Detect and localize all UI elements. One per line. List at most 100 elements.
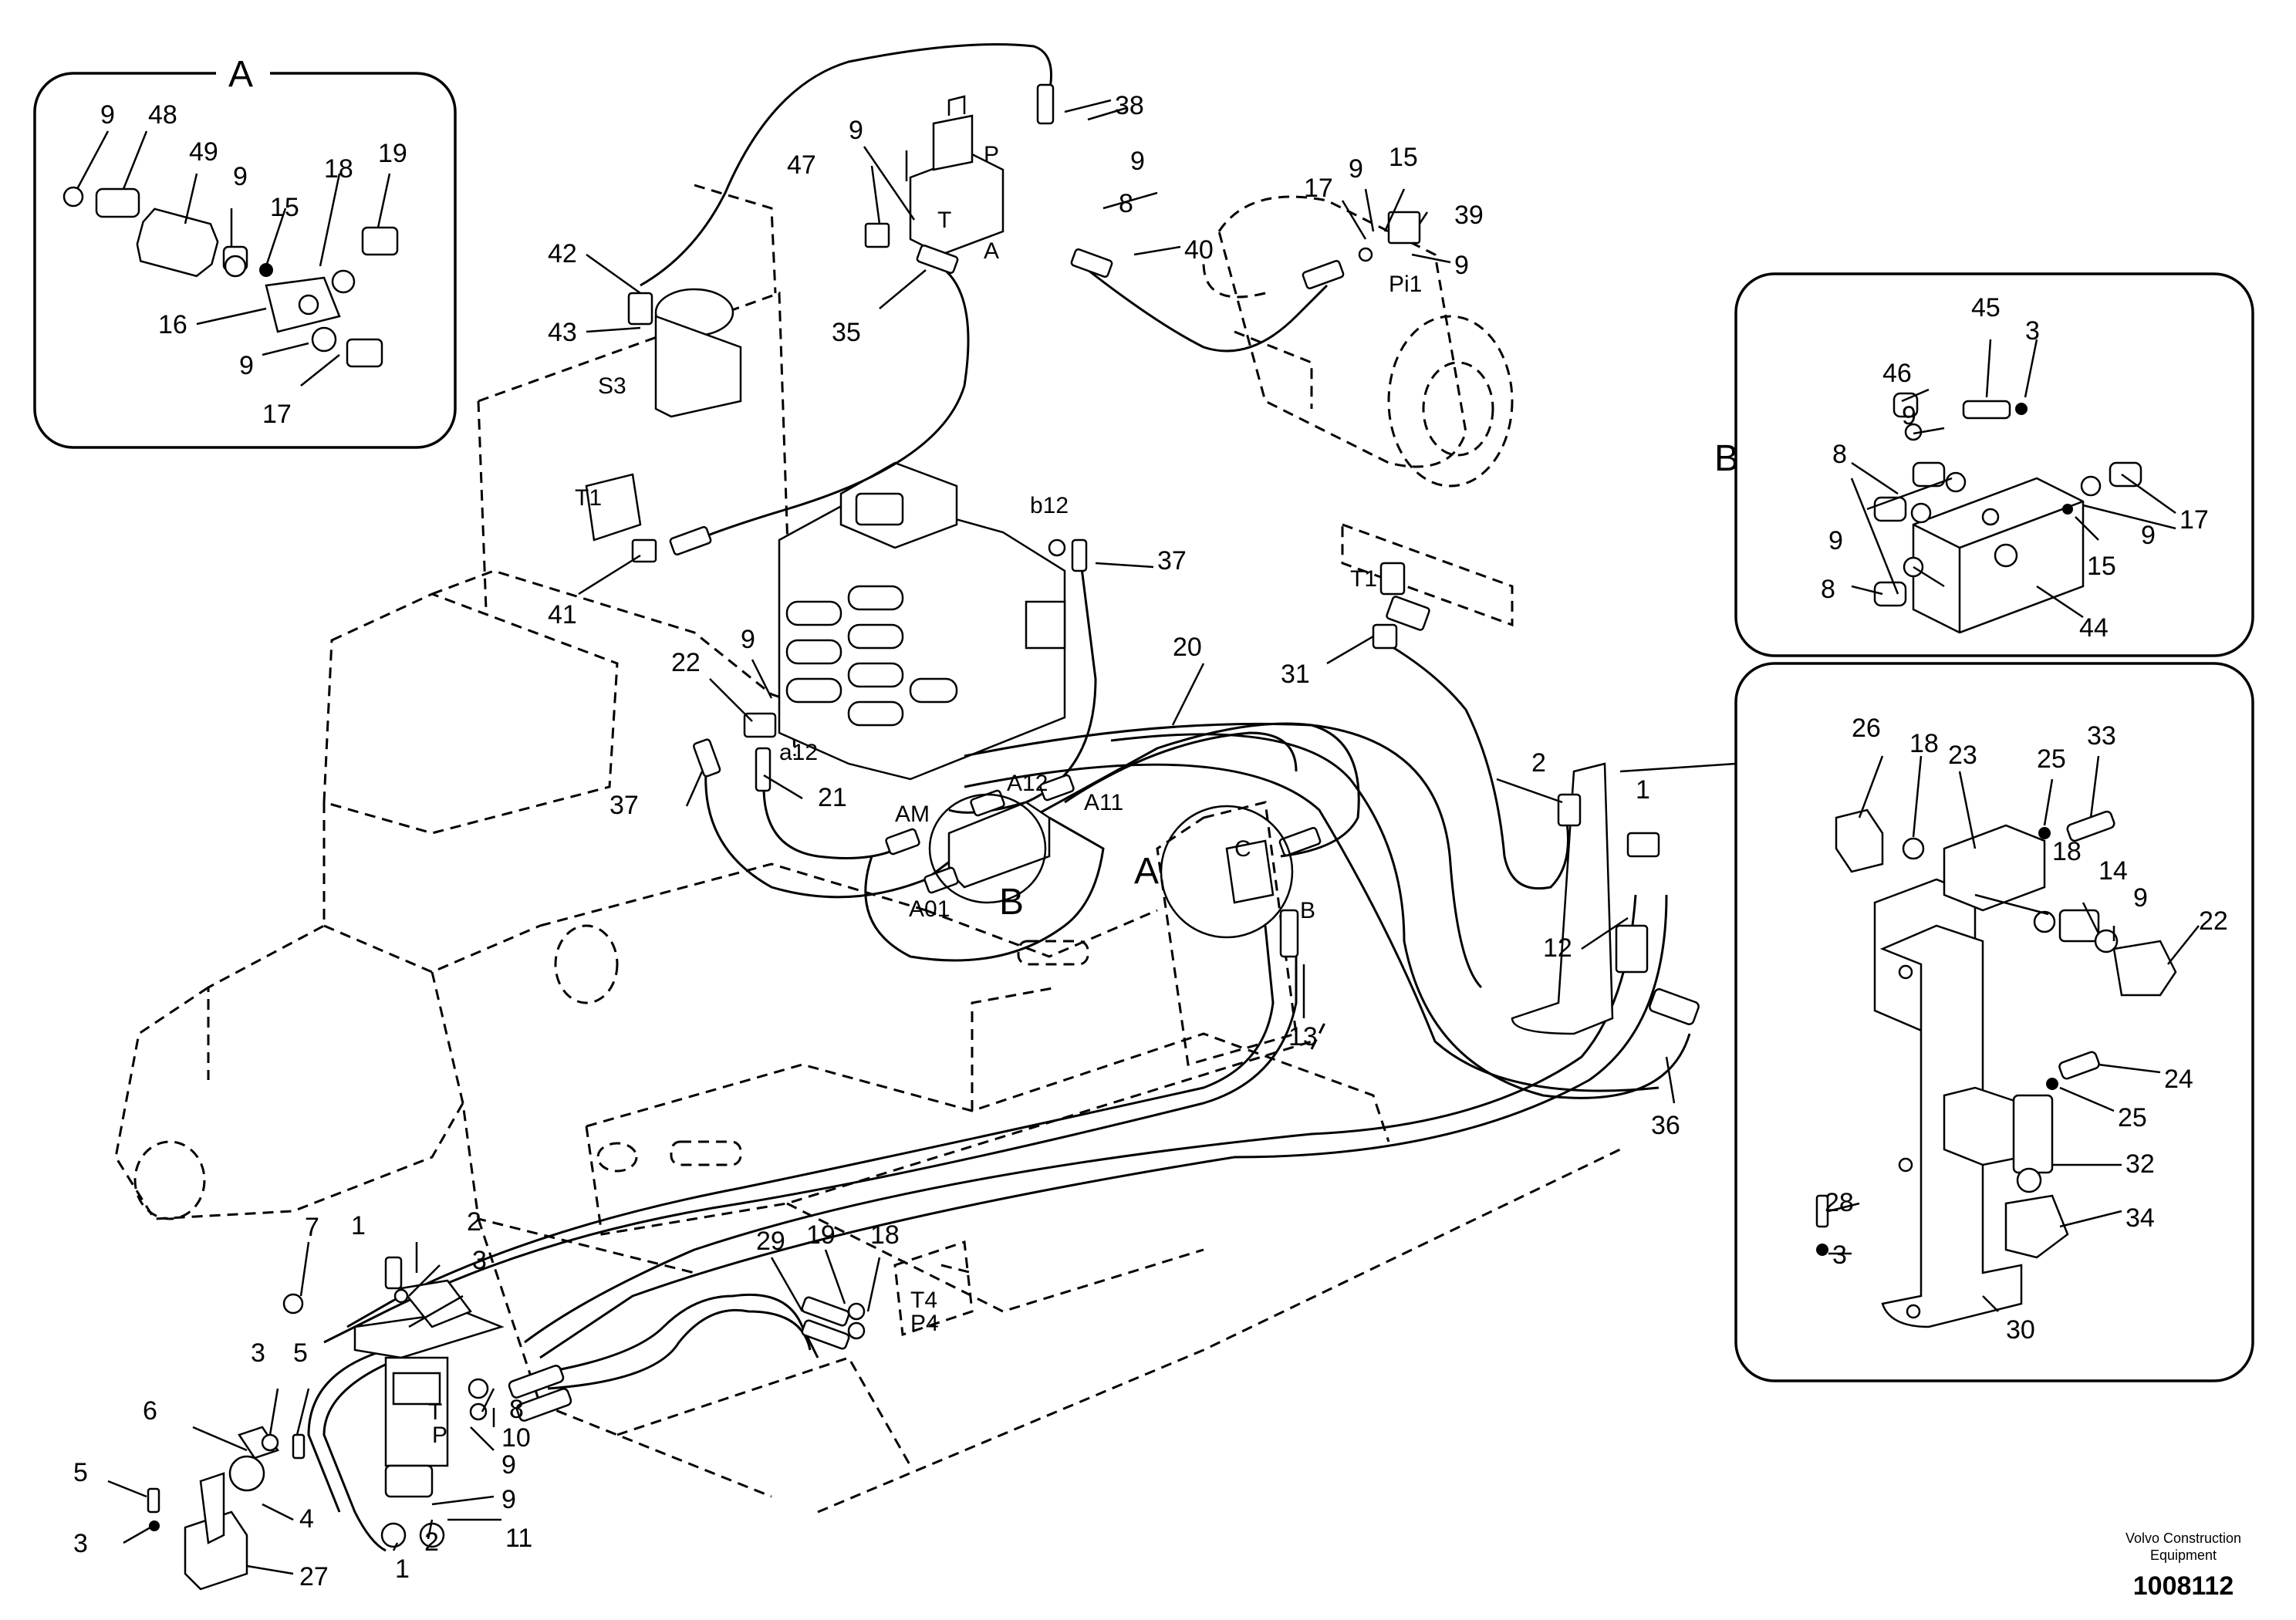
callout-label: 47	[787, 150, 816, 180]
callout-label: 9	[849, 116, 863, 145]
detail-A-marker-letter: A	[1134, 851, 1159, 892]
callout-label: 9	[501, 1450, 516, 1480]
callout-label: 25	[2118, 1103, 2147, 1132]
callout-label: 17	[1304, 174, 1333, 203]
callout-label: 9	[2141, 521, 2156, 550]
callout-label: 20	[1173, 633, 1202, 662]
port-label: B	[1300, 898, 1315, 923]
callout-label: 3	[1832, 1240, 1847, 1270]
callout-label: 26	[1852, 714, 1881, 743]
callout-label: 9	[1828, 526, 1843, 555]
callout-label: 24	[2164, 1065, 2193, 1094]
callout-label: 8	[509, 1395, 524, 1424]
callout-label: 49	[189, 137, 218, 167]
callout-label: 31	[1281, 660, 1310, 689]
callout-label: 34	[2125, 1203, 2155, 1233]
callout-label: 9	[2133, 883, 2148, 913]
main-control-valve	[778, 461, 1066, 781]
callout-label: 10	[501, 1423, 531, 1453]
callout-label: 48	[148, 100, 177, 130]
callout-label: 16	[158, 310, 187, 339]
callout-label: 15	[1389, 143, 1418, 172]
callout-label: 39	[1454, 201, 1484, 230]
callout-label: 36	[1651, 1111, 1680, 1140]
callout-label: 41	[548, 600, 577, 629]
hose-fittings	[585, 83, 1700, 1035]
callout-label: 3	[251, 1338, 265, 1368]
callout-label: 8	[1832, 440, 1847, 469]
port-block-t4-p4	[801, 1240, 974, 1350]
port-label: b12	[1030, 493, 1069, 518]
callout-label: 8	[1821, 575, 1835, 604]
port-label: P4	[910, 1311, 939, 1336]
callout-label: 1	[395, 1554, 410, 1584]
port-label: P	[984, 142, 999, 167]
swing-motor-outline	[1202, 195, 1514, 488]
callout-label: 7	[305, 1213, 319, 1242]
hydraulic-hoses	[307, 43, 1691, 1552]
callout-label: 9	[1902, 401, 1916, 430]
callout-label: 9	[1349, 154, 1363, 184]
callout-label: 35	[832, 318, 861, 347]
callout-label: 12	[1543, 933, 1572, 963]
callout-label: 19	[806, 1220, 836, 1250]
callout-label: 37	[1157, 546, 1187, 575]
detail-A-marker-circle	[1160, 805, 1294, 939]
callout-label: 6	[143, 1396, 157, 1426]
callout-label: 21	[818, 783, 847, 812]
callout-label: 2	[1531, 748, 1546, 778]
callout-label: 14	[2098, 856, 2128, 886]
main-view-labels: 38 9 47 9 8 40 35 17 9 15 39 9 42 43 41 …	[73, 91, 1680, 1591]
callout-label: 22	[2199, 906, 2228, 936]
document-number: 1008112	[2132, 1571, 2234, 1601]
port-label: A12	[1007, 771, 1048, 796]
callout-label: 3	[2025, 316, 2040, 346]
callout-label: 9	[239, 351, 254, 380]
callout-label: 25	[2037, 744, 2066, 774]
callout-label: 46	[1882, 359, 1912, 388]
port-label: Pi1	[1389, 272, 1422, 297]
port-label: a12	[779, 740, 818, 765]
callout-label: 30	[2006, 1315, 2035, 1345]
footer: Volvo Construction Equipment 1008112	[2098, 1530, 2268, 1601]
detail-B-box	[1734, 272, 2254, 657]
callout-label: 38	[1115, 91, 1144, 120]
port-label: A	[984, 238, 999, 264]
callout-label: 33	[2087, 721, 2116, 751]
callout-label: 29	[756, 1227, 785, 1256]
callout-label: 15	[2087, 552, 2116, 581]
bracket-detail-box	[1619, 662, 2254, 1382]
callout-label: 15	[270, 193, 299, 222]
detail-B-marker-circle	[928, 793, 1047, 904]
callout-label: 18	[1909, 729, 1939, 758]
detail-A-labels: A 9 48 49 9 15 18 19 16 9 17	[100, 54, 407, 429]
callout-label: 37	[609, 791, 639, 820]
callout-label: 5	[73, 1458, 88, 1487]
port-label: S3	[598, 373, 626, 399]
detail-B-marker-letter: B	[999, 882, 1024, 923]
callout-label: 9	[501, 1485, 516, 1514]
callout-label: 23	[1948, 741, 1977, 770]
brand-name: Volvo Construction Equipment	[2125, 1531, 2242, 1563]
callout-label: 1	[351, 1211, 366, 1240]
port-label: A01	[909, 896, 950, 922]
callout-label: 18	[2052, 837, 2082, 866]
callout-label: 9	[741, 625, 755, 654]
port-label: T	[428, 1399, 442, 1425]
callout-label: 22	[671, 648, 701, 677]
callout-label: 3	[73, 1529, 88, 1558]
leader-lines	[76, 99, 2200, 1575]
port-label: T1	[575, 485, 602, 511]
bracket-assembly-lower-left	[147, 1426, 306, 1591]
callout-label: 4	[299, 1504, 314, 1534]
detail-B-labels: B 45 3 46 9 8 17 9 15 9 8 44	[1714, 293, 2209, 643]
callout-label: 27	[299, 1562, 329, 1591]
callout-label: 11	[505, 1524, 532, 1553]
callout-label: 13	[1288, 1022, 1318, 1051]
port-label: T	[937, 208, 951, 233]
callout-label: 9	[1130, 147, 1145, 176]
callout-label: 17	[2180, 505, 2209, 535]
detail-B-title-letter: B	[1714, 438, 1739, 479]
callout-label: 40	[1184, 235, 1214, 265]
detail-A-title-letter: A	[228, 54, 253, 95]
